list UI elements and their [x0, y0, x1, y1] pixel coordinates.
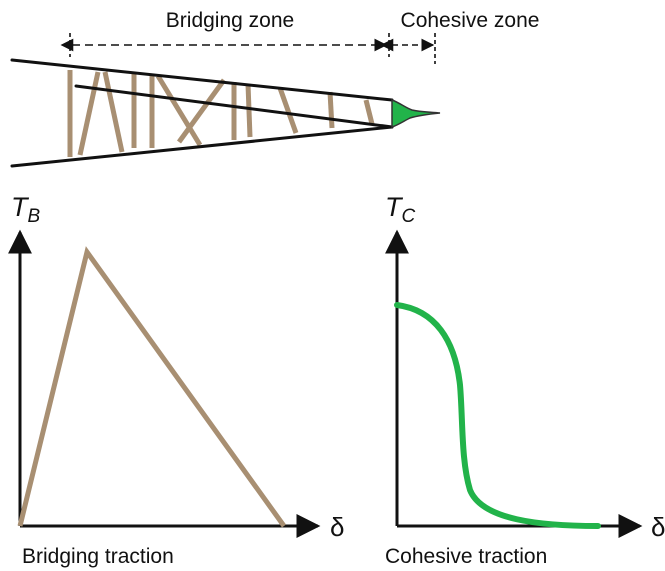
fiber — [245, 83, 253, 138]
cohesive-traction-plot: TC δ Cohesive traction — [385, 192, 665, 568]
fiber — [363, 99, 375, 125]
y-axis-subscript: C — [402, 206, 416, 227]
y-axis-label: TB — [11, 192, 41, 227]
bridging-fibers — [67, 70, 375, 157]
cohesive-zone-region — [391, 98, 441, 129]
cohesive-zone-label: Cohesive zone — [401, 9, 540, 32]
y-axis-label: TC — [385, 192, 416, 227]
x-axis-symbol: δ — [330, 512, 344, 542]
lower-crack-face — [10, 125, 394, 168]
cohesive-traction-caption: Cohesive traction — [385, 545, 547, 568]
y-axis-symbol: T — [385, 192, 404, 222]
fiber — [327, 91, 335, 129]
y-axis-symbol: T — [11, 192, 30, 222]
inner-crack-line — [74, 84, 394, 129]
bridging-traction-plot: TB δ Bridging traction — [7, 192, 344, 568]
fiber — [155, 74, 203, 147]
bridging-traction-caption: Bridging traction — [22, 545, 174, 568]
fiber — [277, 87, 299, 134]
fiber — [102, 71, 125, 153]
crack-schematic: Bridging zone Cohesive zone — [10, 9, 540, 168]
bridging-zone-label: Bridging zone — [166, 9, 294, 32]
y-axis-subscript: B — [28, 206, 41, 227]
fiber — [77, 71, 101, 156]
fiber — [176, 78, 227, 144]
cohesive-traction-curve — [394, 302, 601, 529]
x-axis-symbol: δ — [651, 512, 665, 542]
crack-faces — [10, 58, 394, 168]
bridging-traction-curve — [17, 246, 287, 528]
upper-crack-face — [10, 58, 394, 102]
